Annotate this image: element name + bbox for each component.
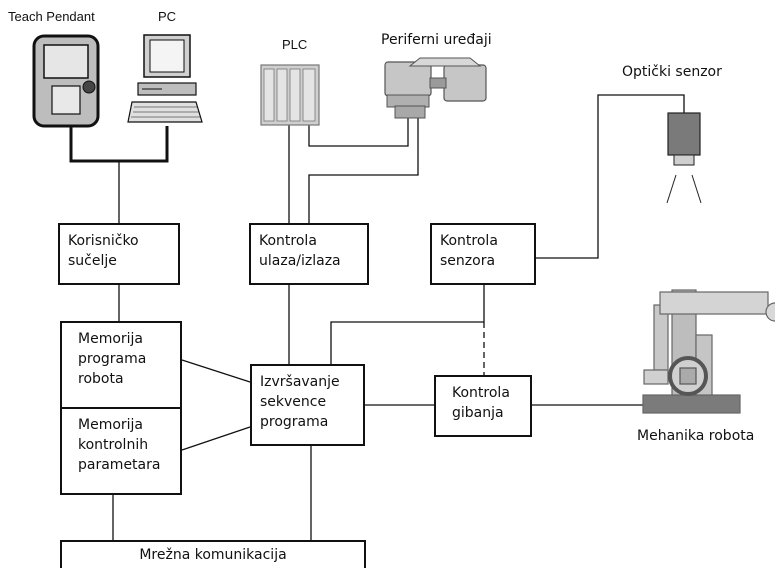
connector-pendant-pc	[69, 126, 169, 163]
teach-pendant-label: Teach Pendant	[8, 9, 95, 24]
connector-program-memory-execution	[181, 359, 251, 383]
connectors	[69, 94, 685, 540]
network-communication-block: Mrežna komunikacija	[60, 540, 366, 568]
io-control-block: Kontrola ulaza/izlaza	[249, 223, 369, 285]
optical-sensor-icon	[666, 112, 702, 204]
plc-label: PLC	[282, 37, 308, 52]
robot-mechanics-icon	[642, 289, 775, 414]
connector-plc-peripheral	[308, 118, 409, 147]
plc-icon	[260, 64, 320, 126]
connector-param-memory-execution	[181, 426, 251, 451]
robot-mechanics-label: Mehanika robota	[637, 428, 755, 444]
optical-sensor-label: Optički senzor	[622, 64, 722, 80]
pc-icon	[127, 34, 203, 123]
peripherals-label: Periferni uređaji	[381, 32, 492, 48]
motion-control-block: Kontrola gibanja	[434, 375, 532, 437]
peripheral-vise-icon	[384, 57, 487, 119]
program-execution-block: Izvršavanje sekvence programa	[250, 364, 365, 446]
parameter-memory-block: Memorija kontrolnih parametara	[60, 407, 182, 495]
teach-pendant-icon	[32, 34, 100, 128]
pc-label: PC	[158, 9, 177, 24]
connector-peripheral-io	[308, 118, 419, 223]
connector-execution-sensor	[330, 321, 484, 364]
connector-sensor-cable	[536, 94, 685, 259]
sensor-control-block: Kontrola senzora	[430, 223, 536, 285]
user-interface-block: Korisničko sučelje	[58, 223, 180, 285]
program-memory-block: Memorija programa robota	[60, 321, 182, 409]
